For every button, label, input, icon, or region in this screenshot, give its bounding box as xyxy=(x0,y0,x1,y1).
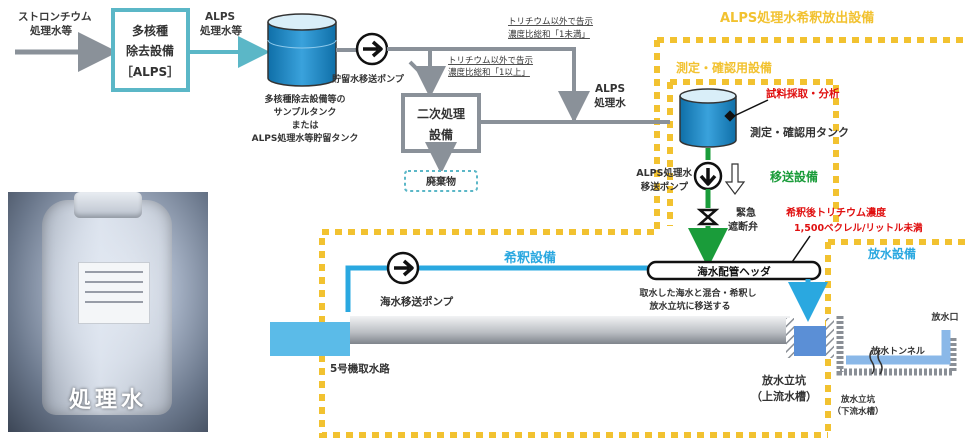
svg-text:または: または xyxy=(291,120,318,131)
svg-text:ALPS処理水等貯留タンク: ALPS処理水等貯留タンク xyxy=(252,132,359,144)
svg-text:移送ポンプ: 移送ポンプ xyxy=(641,181,689,193)
alps-treated-top-label: ALPS 処理水等 xyxy=(199,11,242,37)
sample-tank-label: 多核種除去設備等の サンプルタンク または ALPS処理水等貯留タンク xyxy=(252,93,359,144)
alps-treated-mid-label: ALPS 処理水 xyxy=(593,83,626,109)
header-pipe-label: 海水配管ヘッダ xyxy=(697,265,771,278)
svg-text:濃度比総和「1以上」: 濃度比総和「1以上」 xyxy=(448,67,530,78)
svg-text:（上流水槽）: （上流水槽） xyxy=(751,389,817,403)
tunnel-label: 放水トンネル xyxy=(870,345,925,357)
svg-text:緊急: 緊急 xyxy=(736,206,756,219)
mixing-note: 取水した海水と混合・希釈し 放水立坑に移送する xyxy=(639,287,756,312)
strontium-water-label: ストロンチウム 処理水等 xyxy=(18,11,92,37)
intake-water xyxy=(270,322,350,356)
svg-text:ALPS: ALPS xyxy=(595,83,625,95)
svg-text:遮断弁: 遮断弁 xyxy=(728,220,758,233)
waste-label: 廃棄物 xyxy=(426,175,456,188)
svg-text:ALPS: ALPS xyxy=(205,11,235,23)
outlet-label: 放水口 xyxy=(930,311,958,323)
svg-text:放水立坑: 放水立坑 xyxy=(761,373,806,387)
svg-text:1,500ベクレル/リットル未満: 1,500ベクレル/リットル未満 xyxy=(794,222,923,234)
valve-icon xyxy=(696,208,720,226)
svg-text:設備: 設備 xyxy=(429,127,453,142)
svg-text:（下流水槽）: （下流水槽） xyxy=(832,406,883,417)
svg-text:除去設備: 除去設備 xyxy=(126,43,174,58)
tritium-after-label: 希釈後トリチウム濃度 1,500ベクレル/リットル未満 xyxy=(785,206,923,234)
svg-text:［ALPS］: ［ALPS］ xyxy=(121,64,179,79)
alps-box-label: 多核種 除去設備 ［ALPS］ xyxy=(121,23,179,79)
bottle-label xyxy=(78,262,150,324)
alps-pump-label: ALPS処理水 移送ポンプ xyxy=(636,167,692,193)
facility-title: ALPS処理水希釈放出設備 xyxy=(720,10,874,26)
alps-box xyxy=(111,8,190,92)
sampling-pointer xyxy=(733,99,769,117)
pump-icon xyxy=(386,251,420,285)
svg-text:多核種除去設備等の: 多核種除去設備等の xyxy=(264,93,345,105)
measure-tank xyxy=(679,88,737,148)
svg-text:処理水等: 処理水等 xyxy=(29,24,72,37)
svg-text:処理水: 処理水 xyxy=(593,96,626,109)
storage-pump-label: 貯留水移送ポンプ xyxy=(332,73,405,85)
discharge-tunnel-outline xyxy=(836,316,957,376)
facility-boundary xyxy=(319,37,965,438)
sample-tank xyxy=(267,13,337,87)
svg-text:サンプルタンク: サンプルタンク xyxy=(274,106,337,118)
bottle-cap xyxy=(74,192,142,218)
secondary-treatment-box xyxy=(401,93,481,153)
upstream-shaft xyxy=(794,326,826,356)
pipe-to-alps-measure xyxy=(387,47,590,123)
pipe-to-secondary xyxy=(408,49,432,84)
svg-text:二次処理: 二次処理 xyxy=(417,106,465,121)
svg-text:取水した海水と混合・希釈し: 取水した海水と混合・希釈し xyxy=(639,287,756,299)
intake-label: 5号機取水路 xyxy=(330,362,390,375)
svg-text:放水立坑: 放水立坑 xyxy=(840,394,876,405)
waste-box xyxy=(404,170,478,192)
measure-tank-label: 測定・確認用タンク xyxy=(750,125,849,139)
shaft-wall-right xyxy=(826,318,834,358)
treated-water-photo: 処理水 xyxy=(8,192,208,432)
svg-text:処理水等: 処理水等 xyxy=(199,24,242,37)
tunnel-break-icon xyxy=(869,349,883,375)
transfer-facility-label: 移送設備 xyxy=(770,169,818,184)
pump-icon xyxy=(693,161,723,191)
svg-text:トリチウム以外で告示: トリチウム以外で告示 xyxy=(508,16,593,27)
sampling-label: 試料採取・分析 xyxy=(766,87,840,100)
ratio-ge1-label: トリチウム以外で告示 濃度比総和「1以上」 xyxy=(448,55,533,78)
ratio-lt1-label: トリチウム以外で告示 濃度比総和「1未満」 xyxy=(508,16,593,40)
down-arrow-icon xyxy=(724,163,746,195)
seawater-pump-label: 海水移送ポンプ xyxy=(380,295,454,308)
svg-text:トリチウム以外で告示: トリチウム以外で告示 xyxy=(448,55,533,66)
intake-channel xyxy=(350,316,790,344)
svg-text:多核種: 多核種 xyxy=(132,23,168,38)
upstream-shaft-label: 放水立坑 （上流水槽） xyxy=(751,373,817,403)
dilution-facility-label: 希釈設備 xyxy=(504,250,556,266)
seawater-pipe xyxy=(345,265,650,312)
photo-caption: 処理水 xyxy=(68,388,147,413)
pump-icon xyxy=(355,32,389,66)
svg-text:放水立坑に移送する: 放水立坑に移送する xyxy=(648,300,730,312)
emergency-valve-label: 緊急 遮断弁 xyxy=(728,206,758,233)
svg-text:ストロンチウム: ストロンチウム xyxy=(18,11,92,23)
discharge-facility-label: 放水設備 xyxy=(867,246,916,261)
measure-facility-title: 測定・確認用設備 xyxy=(676,60,772,75)
shaft-wall-left xyxy=(786,318,794,358)
downstream-shaft-label: 放水立坑 （下流水槽） xyxy=(832,394,883,417)
svg-text:希釈後トリチウム濃度: 希釈後トリチウム濃度 xyxy=(785,206,887,219)
svg-text:濃度比総和「1未満」: 濃度比総和「1未満」 xyxy=(508,29,590,40)
svg-text:ALPS処理水: ALPS処理水 xyxy=(636,167,692,179)
secondary-treatment-label: 二次処理 設備 xyxy=(417,106,465,142)
header-pipe xyxy=(646,260,822,281)
